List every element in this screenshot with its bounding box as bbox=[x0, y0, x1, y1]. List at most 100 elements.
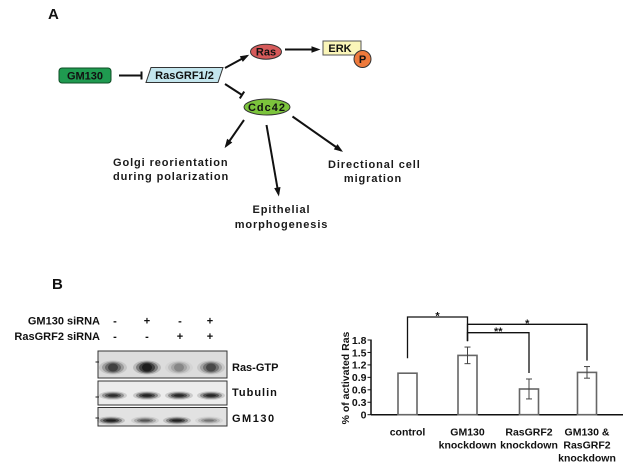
bracket-line bbox=[466, 332, 530, 373]
signaling-diagram: GM130 RasGRF1/2 Ras ERK P bbox=[58, 40, 421, 231]
arrowhead-icon bbox=[239, 54, 250, 62]
band-layer bbox=[134, 417, 156, 424]
y-tick-label: 1.2 bbox=[352, 360, 367, 372]
western-blot: Ras-GTP Tubulin GM130 bbox=[95, 350, 278, 427]
arrowhead-icon bbox=[333, 144, 343, 152]
condition-label-rasgrf2-sirna: RasGRF2 siRNA bbox=[14, 331, 100, 343]
condition-sign: + bbox=[144, 316, 150, 328]
bracket-line bbox=[406, 316, 469, 359]
band-layer bbox=[174, 363, 184, 372]
blot-label-gm130: GM130 bbox=[232, 413, 276, 425]
condition-sign: - bbox=[145, 331, 149, 343]
blot-band bbox=[99, 391, 127, 400]
edge-cdc42-to-migration bbox=[291, 115, 342, 152]
gm130-label: GM130 bbox=[67, 71, 103, 83]
erk-label: ERK bbox=[328, 43, 351, 55]
error-bar bbox=[464, 346, 471, 365]
cdc42-ellipse bbox=[243, 98, 291, 116]
blot-panel-gm130 bbox=[97, 407, 228, 427]
outcome-epithelial-line2: morphogenesis bbox=[235, 219, 329, 231]
band-layer bbox=[172, 419, 182, 422]
y-tick-label: 0 bbox=[361, 410, 367, 422]
significance-bracket: ** bbox=[466, 326, 530, 373]
y-tick-label: 1.5 bbox=[352, 347, 367, 359]
blot-band bbox=[195, 416, 223, 425]
blot-band bbox=[131, 416, 159, 425]
blot-band bbox=[97, 416, 125, 425]
blot-band bbox=[163, 416, 191, 425]
band-layer bbox=[99, 360, 127, 375]
significance-bracket: * bbox=[406, 311, 469, 359]
y-tick-label: 1.8 bbox=[352, 335, 367, 347]
y-tick-label: 0.9 bbox=[352, 372, 367, 384]
category-label: GM130 & bbox=[565, 427, 610, 439]
band-layer bbox=[142, 394, 152, 397]
band-layer bbox=[203, 362, 219, 373]
cdc42-label: Cdc42 bbox=[248, 102, 286, 114]
edge-rasgrf-inhibits-cdc42 bbox=[224, 83, 246, 99]
chart-bars bbox=[397, 346, 598, 416]
y-axis-title: % of activated Ras bbox=[340, 331, 352, 424]
outcome-migration-line1: Directional cell bbox=[328, 159, 421, 171]
category-label: knockdown bbox=[558, 453, 616, 465]
outcome-migration-line2: migration bbox=[344, 173, 402, 185]
panel-a-label: A bbox=[48, 6, 59, 23]
condition-sign: + bbox=[207, 331, 213, 343]
bar bbox=[457, 354, 478, 416]
outcome-golgi-line1: Golgi reorientation bbox=[113, 157, 229, 169]
category-label: control bbox=[390, 427, 426, 439]
condition-sign: - bbox=[113, 331, 117, 343]
bar-chart: % of activated Ras 00.30.60.91.21.51.8 *… bbox=[340, 311, 623, 465]
rasgrf-label: RasGRF1/2 bbox=[155, 70, 214, 82]
condition-sign: - bbox=[178, 316, 182, 328]
significance-label: * bbox=[525, 318, 530, 330]
bar bbox=[576, 371, 598, 416]
erk-box bbox=[322, 40, 362, 56]
band-layer bbox=[174, 394, 184, 397]
blot-conditions: GM130 siRNA RasGRF2 siRNA - + - + - - + … bbox=[14, 316, 213, 344]
band-layer bbox=[206, 394, 216, 397]
significance-label: * bbox=[435, 311, 440, 323]
edge-cdc42-to-epithelial bbox=[265, 124, 280, 195]
band-layer bbox=[171, 362, 187, 373]
outcome-epithelial: Epithelial morphogenesis bbox=[235, 204, 329, 231]
inhibition-line bbox=[224, 83, 243, 96]
arrowhead-icon bbox=[274, 187, 281, 197]
panel-b-label: B bbox=[52, 276, 63, 293]
band-layer bbox=[195, 416, 223, 425]
blot-panel-ras-gtp bbox=[97, 350, 228, 379]
phosphate-circle bbox=[353, 50, 372, 68]
condition-sign: - bbox=[113, 316, 117, 328]
band-layer bbox=[131, 416, 159, 425]
band-layer bbox=[168, 361, 190, 374]
ras-label: Ras bbox=[256, 47, 276, 59]
node-ras: Ras bbox=[250, 43, 282, 60]
phosphate-label: P bbox=[359, 54, 366, 66]
node-rasgrf: RasGRF1/2 bbox=[145, 67, 224, 83]
blot-panel-tubulin bbox=[97, 380, 228, 406]
band-layer bbox=[140, 419, 150, 422]
y-tick-label: 0.3 bbox=[352, 397, 367, 409]
rasgrf-parallelogram bbox=[145, 67, 224, 83]
node-gm130: GM130 bbox=[58, 67, 112, 84]
band-layer bbox=[197, 360, 225, 375]
band-layer bbox=[198, 417, 220, 424]
arrowhead-icon bbox=[311, 46, 321, 53]
outcome-golgi: Golgi reorientation during polarization bbox=[113, 157, 229, 183]
band-layer bbox=[105, 362, 121, 373]
blot-label-tubulin: Tubulin bbox=[232, 387, 278, 399]
ras-ellipse bbox=[250, 43, 282, 60]
category-label: GM130 bbox=[450, 427, 485, 439]
band-layer bbox=[200, 361, 222, 374]
band-layer bbox=[106, 419, 116, 422]
blot-band bbox=[165, 360, 193, 375]
band-layer bbox=[165, 360, 193, 375]
blot-label-ras-gtp: Ras-GTP bbox=[232, 362, 278, 374]
category-label: knockdown bbox=[439, 439, 497, 451]
blot-band bbox=[133, 360, 161, 375]
inhibition-bar-icon bbox=[238, 91, 246, 99]
category-label: knockdown bbox=[500, 439, 558, 451]
band-layer bbox=[108, 363, 118, 372]
